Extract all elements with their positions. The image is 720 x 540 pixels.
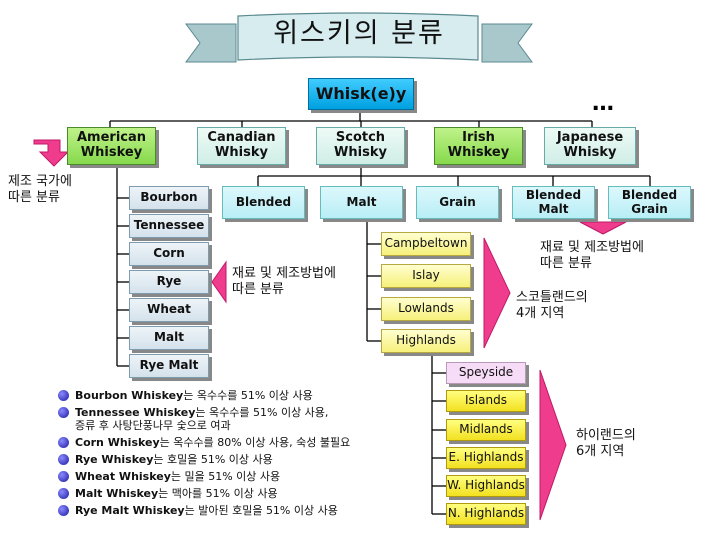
description-text: 는 호밀을 51% 이상 사용 <box>153 453 273 466</box>
description-text: 는 맥아를 51% 이상 사용 <box>158 487 278 500</box>
scotch-type-blended-grain: Blended Grain <box>608 186 691 219</box>
country-japanese: Japanese Whisky <box>544 127 636 165</box>
country-scotch: Scotch Whisky <box>316 127 405 165</box>
highland-arrow-icon <box>539 369 567 521</box>
bullet-icon <box>58 454 69 465</box>
more-ellipsis: … <box>592 91 614 116</box>
scotch-type-malt: Malt <box>320 186 403 219</box>
country-note: 제조 국가에 따른 분류 <box>8 174 72 205</box>
country-american: American Whiskey <box>67 127 156 165</box>
american-type-rye: Rye <box>129 270 209 294</box>
american-type-rye-malt: Rye Malt <box>129 354 209 378</box>
bullet-icon <box>58 407 69 418</box>
title-banner <box>185 12 533 63</box>
description-text: 는 발아된 호밀을 51% 이상 사용 <box>184 504 338 517</box>
american-type-corn: Corn <box>129 242 209 266</box>
description-text: 는 옥수수를 80% 이상 사용, 숙성 불필요 <box>159 436 351 449</box>
description-text: 는 옥수수를 51% 이상 사용 <box>183 389 313 402</box>
american-type-malt: Malt <box>129 326 209 350</box>
region-highlands: Highlands <box>381 329 471 353</box>
description-text: 는 옥수수를 51% 이상 사용, 증류 후 사탕단풍나무 숯으로 여과 <box>75 406 329 432</box>
bullet-icon <box>58 505 69 516</box>
region-arrow-icon <box>483 237 511 349</box>
down-arrow-icon <box>579 221 627 235</box>
region-lowlands: Lowlands <box>381 297 471 321</box>
highland-islands: Islands <box>446 390 526 412</box>
scotch-type-note: 재료 및 제조방법에 따른 분류 <box>540 240 644 271</box>
region-islay: Islay <box>381 264 471 288</box>
highland-midlands: Midlands <box>446 419 526 441</box>
american-note: 재료 및 제조방법에 따른 분류 <box>232 266 336 297</box>
description-item: Rye Malt Whiskey는 발아된 호밀을 51% 이상 사용 <box>58 504 398 517</box>
description-item: Malt Whiskey는 맥아를 51% 이상 사용 <box>58 487 398 500</box>
description-name: Rye Malt Whiskey <box>75 504 185 517</box>
bullet-icon <box>58 471 69 482</box>
scotch-type-blended: Blended <box>222 186 305 219</box>
country-irish: Irish Whiskey <box>434 127 523 165</box>
scotch-type-grain: Grain <box>416 186 499 219</box>
bullet-icon <box>58 488 69 499</box>
scotch-region-note: 스코틀랜드의 4개 지역 <box>516 290 588 321</box>
page-title: 위스키의 분류 <box>273 18 445 50</box>
description-item: Rye Whiskey는 호밀을 51% 이상 사용 <box>58 453 398 466</box>
bracket-arrow-icon <box>211 260 227 304</box>
description-item: Tennessee Whiskey는 옥수수를 51% 이상 사용, 증류 후 … <box>58 406 398 432</box>
description-name: Tennessee Whiskey <box>75 406 196 419</box>
american-type-tennessee: Tennessee <box>129 214 209 238</box>
american-type-bourbon: Bourbon <box>129 186 209 210</box>
description-name: Corn Whiskey <box>75 436 160 449</box>
highland-e-highlands: E. Highlands <box>446 447 526 469</box>
scotch-type-blended-malt: Blended Malt <box>512 186 595 219</box>
description-item: Corn Whiskey는 옥수수를 80% 이상 사용, 숙성 불필요 <box>58 436 398 449</box>
region-campbeltown: Campbeltown <box>381 232 471 256</box>
root-node: Whisk(e)y <box>308 78 414 110</box>
description-item: Wheat Whiskey는 밀을 51% 이상 사용 <box>58 470 398 483</box>
bullet-icon <box>58 390 69 401</box>
highland-w-highlands: W. Highlands <box>446 475 526 497</box>
description-item: Bourbon Whiskey는 옥수수를 51% 이상 사용 <box>58 389 398 402</box>
description-name: Wheat Whiskey <box>75 470 171 483</box>
description-name: Rye Whiskey <box>75 453 154 466</box>
american-type-wheat: Wheat <box>129 298 209 322</box>
highland-region-note: 하이랜드의 6개 지역 <box>576 428 636 459</box>
bullet-icon <box>58 437 69 448</box>
description-name: Bourbon Whiskey <box>75 389 184 402</box>
highland-n-highlands: N. Highlands <box>446 503 526 525</box>
highland-speyside: Speyside <box>446 362 526 384</box>
description-name: Malt Whiskey <box>75 487 159 500</box>
bent-arrow-icon <box>33 139 70 167</box>
description-list: Bourbon Whiskey는 옥수수를 51% 이상 사용 Tennesse… <box>58 389 398 521</box>
country-canadian: Canadian Whisky <box>197 127 286 165</box>
description-text: 는 밀을 51% 이상 사용 <box>170 470 281 483</box>
